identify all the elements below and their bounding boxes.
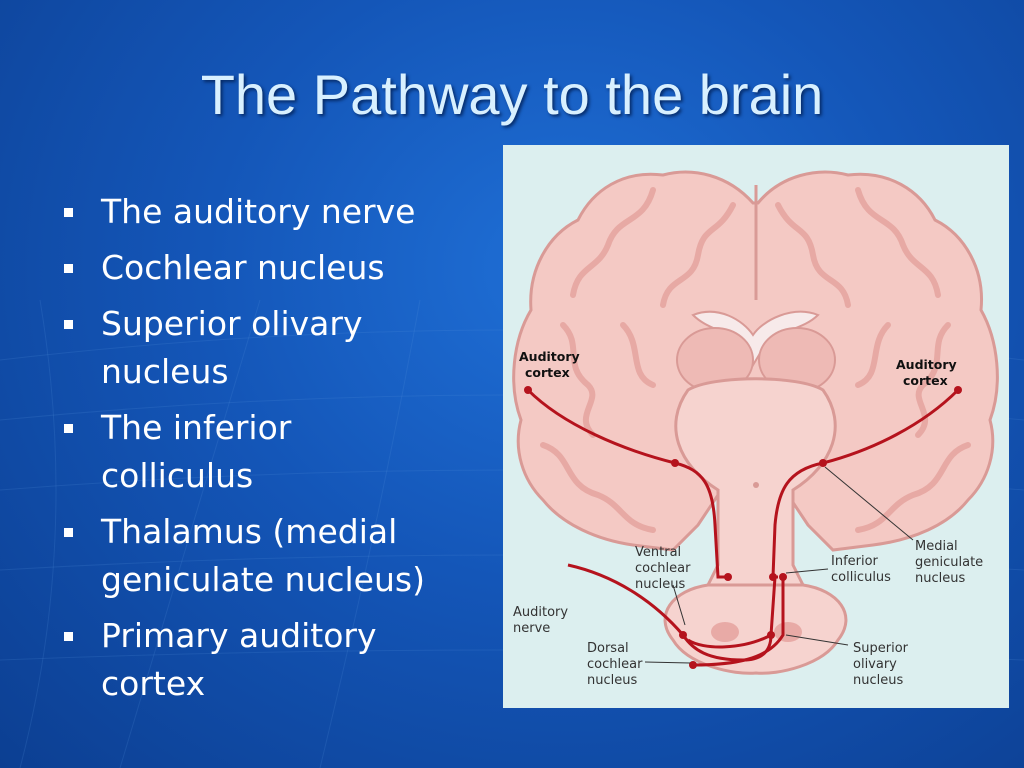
square-bullet-icon bbox=[64, 320, 73, 329]
bullet-text: The inferior bbox=[101, 408, 292, 447]
slide-title: The Pathway to the brain bbox=[200, 63, 824, 126]
bullet-text: Cochlear nucleus bbox=[101, 248, 385, 287]
label-medial-geniculate-nucleus: Medial geniculate nucleus bbox=[915, 539, 987, 586]
nucleus-blob bbox=[774, 622, 802, 642]
square-bullet-icon bbox=[64, 208, 73, 217]
bullet-list: The auditory nerve Cochlear nucleus Supe… bbox=[60, 188, 500, 716]
bullet-text: geniculate nucleus) bbox=[101, 560, 425, 599]
bullet-item: Primary auditory cortex bbox=[60, 612, 500, 708]
bullet-text: The auditory nerve bbox=[101, 192, 416, 231]
bullet-text: colliculus bbox=[101, 456, 254, 495]
label-auditory-nerve: Auditory nerve bbox=[513, 605, 572, 636]
bullet-text: Superior olivary bbox=[101, 304, 363, 343]
midline-dot bbox=[753, 482, 759, 488]
label-ventral-cochlear-nucleus: Ventral cochlear nucleus bbox=[635, 545, 695, 592]
leader-lines bbox=[644, 466, 914, 664]
bullet-text: Primary auditory bbox=[101, 616, 377, 655]
label-superior-olivary-nucleus: Superior olivary nucleus bbox=[853, 641, 912, 688]
bullet-item: Thalamus (medial geniculate nucleus) bbox=[60, 508, 500, 604]
bullet-text: cortex bbox=[101, 664, 206, 703]
brain-diagram-panel: Auditory cortex Auditory cortex Ventral … bbox=[503, 145, 1009, 708]
label-auditory-cortex-right: Auditory cortex bbox=[896, 357, 961, 388]
label-inferior-colliculus: Inferior colliculus bbox=[831, 554, 891, 585]
label-dorsal-cochlear-nucleus: Dorsal cochlear nucleus bbox=[587, 641, 647, 688]
bullet-item: Superior olivary nucleus bbox=[60, 300, 500, 396]
auditory-pathway-diagram: Auditory cortex Auditory cortex Ventral … bbox=[512, 170, 999, 688]
synapse-markers bbox=[524, 386, 962, 669]
bullet-item: Cochlear nucleus bbox=[60, 244, 500, 292]
label-auditory-cortex-left: Auditory cortex bbox=[519, 349, 584, 380]
square-bullet-icon bbox=[64, 424, 73, 433]
square-bullet-icon bbox=[64, 264, 73, 273]
bullet-text: nucleus bbox=[101, 352, 229, 391]
square-bullet-icon bbox=[64, 632, 73, 641]
square-bullet-icon bbox=[64, 528, 73, 537]
bullet-item: The auditory nerve bbox=[60, 188, 500, 236]
bullet-text: Thalamus (medial bbox=[101, 512, 398, 551]
pons-medulla bbox=[663, 583, 848, 675]
bullet-item: The inferior colliculus bbox=[60, 404, 500, 500]
nucleus-blob bbox=[711, 622, 739, 642]
